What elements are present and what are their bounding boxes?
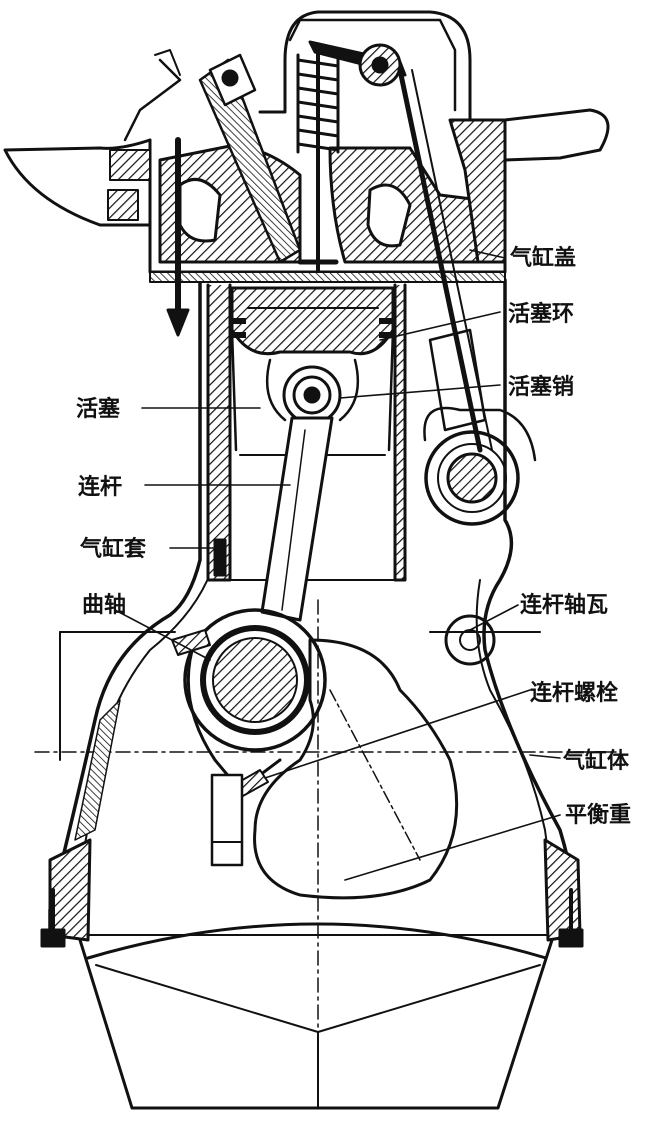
label-connecting-rod: 连杆 (78, 474, 122, 500)
labels-right: 气缸盖 活塞环 活塞销 连杆轴瓦 连杆螺栓 气缸体 平衡重 (508, 245, 631, 828)
oil-pan (59, 922, 581, 1110)
cylinder-head (3, 10, 610, 337)
label-counterweight: 平衡重 (565, 802, 631, 828)
labels-left: 活塞 连杆 气缸套 曲轴 (76, 396, 146, 618)
label-piston: 活塞 (76, 396, 121, 422)
connecting-rod (171, 416, 334, 803)
label-conrod-bolt: 连杆螺栓 (530, 680, 618, 706)
label-crankshaft: 曲轴 (82, 592, 126, 618)
cylinder-block (34, 278, 621, 948)
piston (230, 286, 395, 456)
label-conrod-bearing: 连杆轴瓦 (520, 592, 608, 618)
leader-lines (114, 249, 561, 881)
valve-train (123, 40, 537, 526)
label-cylinder-block: 气缸体 (562, 748, 630, 774)
label-piston-ring: 活塞环 (508, 301, 574, 327)
label-piston-pin: 活塞销 (508, 374, 574, 400)
label-cylinder-liner: 气缸套 (79, 536, 146, 562)
crankshaft (200, 599, 496, 1081)
label-cylinder-head: 气缸盖 (509, 245, 576, 271)
cylinder-liner (206, 283, 407, 582)
